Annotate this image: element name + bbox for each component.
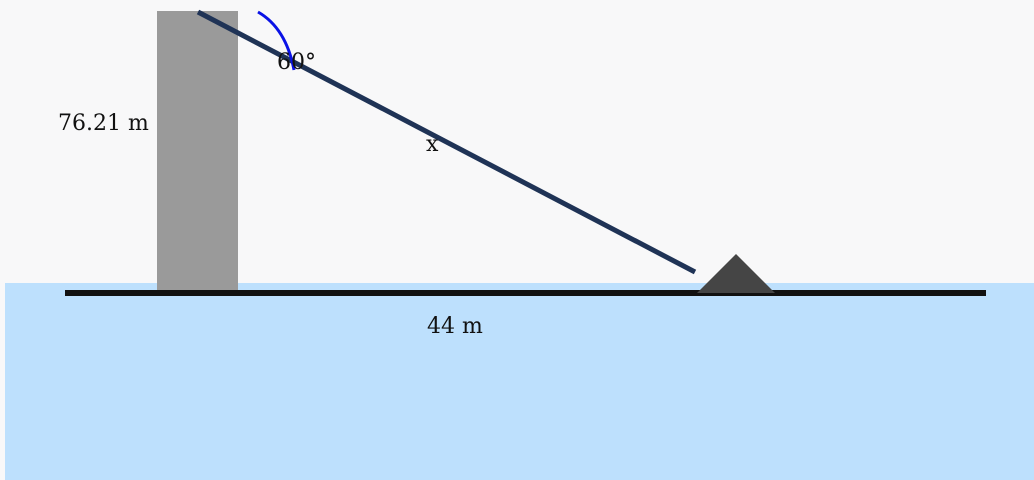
sight-line-hypotenuse (196, 9, 697, 275)
tower (157, 11, 238, 294)
ship-marker (697, 254, 775, 293)
hypotenuse-label: x (426, 132, 439, 157)
height-label: 76.21 m (58, 111, 149, 136)
sky-background (0, 0, 1034, 283)
angle-label: 60° (277, 50, 316, 75)
base-label: 44 m (427, 314, 483, 339)
angle-arc (257, 10, 296, 71)
water-region (5, 283, 1034, 480)
